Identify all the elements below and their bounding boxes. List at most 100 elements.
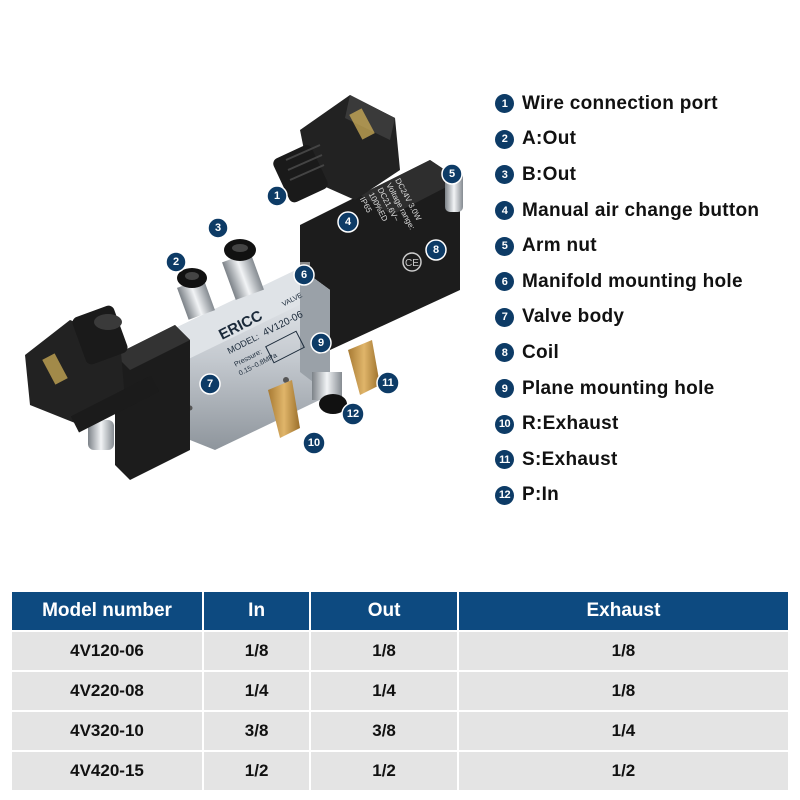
legend-number: 8 — [495, 343, 514, 363]
cell-exhaust: 1/4 — [458, 712, 788, 750]
legend-item: 1 Wire connection port — [495, 86, 795, 122]
svg-text:8: 8 — [433, 244, 439, 256]
svg-text:6: 6 — [301, 269, 307, 281]
legend-number: 9 — [495, 379, 514, 399]
legend-item: 7 Valve body — [495, 300, 795, 336]
legend-label: A:Out — [522, 128, 577, 150]
callout-12: 12 — [341, 402, 365, 426]
arm-nut-left — [88, 420, 114, 450]
svg-text:1: 1 — [274, 190, 280, 202]
legend-number: 10 — [495, 414, 514, 434]
cell-model: 4V120-06 — [12, 632, 202, 670]
valve-symbol-icon — [265, 330, 305, 364]
legend-item: 11 S:Exhaust — [495, 442, 795, 478]
left-connector — [25, 305, 160, 433]
legend-label: Manifold mounting hole — [522, 270, 743, 292]
cell-in: 1/8 — [204, 632, 310, 670]
legend-label: Coil — [522, 341, 560, 363]
callout-7: 7 — [199, 373, 221, 395]
legend-number: 11 — [495, 450, 514, 470]
column-header-exhaust: Exhaust — [458, 592, 788, 630]
cell-model: 4V220-08 — [12, 672, 202, 710]
spec-table: Model number In Out Exhaust 4V120-06 1/8… — [10, 590, 790, 792]
legend-item: 9 Plane mounting hole — [495, 371, 795, 407]
legend-item: 6 Manifold mounting hole — [495, 264, 795, 300]
cell-out: 1/4 — [311, 672, 457, 710]
legend-item: 2 A:Out — [495, 122, 795, 158]
left-coil — [88, 325, 190, 480]
legend-number: 2 — [495, 129, 514, 149]
svg-text:7: 7 — [207, 378, 213, 390]
callout-8: 8 — [425, 239, 447, 261]
cell-exhaust: 1/8 — [458, 632, 788, 670]
legend-number: 4 — [495, 201, 514, 221]
cell-in: 3/8 — [204, 712, 310, 750]
svg-text:3: 3 — [215, 222, 221, 234]
legend-item: 4 Manual air change button — [495, 193, 795, 229]
svg-text:CE: CE — [405, 258, 419, 269]
cell-model: 4V420-15 — [12, 752, 202, 790]
svg-text:12: 12 — [347, 408, 359, 420]
table-row: 4V320-10 3/8 3/8 1/4 — [12, 712, 788, 750]
callout-3: 3 — [207, 217, 229, 239]
fitting-a — [177, 268, 215, 320]
svg-text:4: 4 — [345, 216, 352, 228]
table-row: 4V420-15 1/2 1/2 1/2 — [12, 752, 788, 790]
callout-1: 1 — [266, 185, 288, 207]
callout-11: 11 — [376, 371, 400, 395]
right-coil: DC24V 3.0W Voltage range: DC21.6V~ 100%E… — [300, 160, 463, 350]
ce-mark-icon — [402, 252, 422, 272]
column-header-model: Model number — [12, 592, 202, 630]
cell-in: 1/4 — [204, 672, 310, 710]
fitting-b — [222, 239, 264, 300]
cell-out: 1/8 — [311, 632, 457, 670]
legend-number: 7 — [495, 307, 514, 327]
table-row: 4V120-06 1/8 1/8 1/8 — [12, 632, 788, 670]
legend-label: R:Exhaust — [522, 413, 619, 435]
column-header-in: In — [204, 592, 310, 630]
legend-label: P:In — [522, 484, 560, 506]
legend-item: 8 Coil — [495, 335, 795, 371]
legend-label: B:Out — [522, 163, 577, 185]
callout-2: 2 — [165, 251, 187, 273]
legend-item: 3 B:Out — [495, 157, 795, 193]
callout-10: 10 — [302, 431, 326, 455]
callout-4: 4 — [337, 211, 359, 233]
legend-label: Wire connection port — [522, 92, 718, 114]
legend-label: Valve body — [522, 306, 625, 328]
legend-item: 10 R:Exhaust — [495, 406, 795, 442]
cell-in: 1/2 — [204, 752, 310, 790]
legend-number: 6 — [495, 272, 514, 292]
callout-9: 9 — [310, 332, 332, 354]
legend-item: 12 P:In — [495, 478, 795, 514]
callout-5: 5 — [441, 163, 463, 185]
table-header-row: Model number In Out Exhaust — [12, 592, 788, 630]
legend-label: Manual air change button — [522, 199, 760, 221]
callout-6: 6 — [293, 264, 315, 286]
solenoid-valve-illustration: DC24V 3.0W Voltage range: DC21.6V~ 100%E… — [25, 95, 463, 480]
legend-number: 3 — [495, 165, 514, 185]
right-connector — [273, 95, 400, 203]
legend-label: Arm nut — [522, 235, 597, 257]
legend-number: 12 — [495, 485, 514, 505]
legend-label: Plane mounting hole — [522, 377, 715, 399]
svg-text:9: 9 — [318, 337, 324, 349]
legend-number: 5 — [495, 236, 514, 256]
fitting-p — [312, 372, 347, 414]
cell-out: 3/8 — [311, 712, 457, 750]
cell-model: 4V320-10 — [12, 712, 202, 750]
svg-text:10: 10 — [308, 437, 320, 449]
legend-number: 1 — [495, 94, 514, 114]
svg-text:5: 5 — [449, 168, 455, 180]
callouts: 1 2 3 4 5 6 7 8 9 10 11 12 — [165, 163, 463, 455]
exhaust-mufflers — [268, 340, 380, 438]
column-header-out: Out — [311, 592, 457, 630]
cell-out: 1/2 — [311, 752, 457, 790]
legend-label: S:Exhaust — [522, 448, 618, 470]
svg-text:2: 2 — [173, 256, 179, 268]
legend-item: 5 Arm nut — [495, 228, 795, 264]
cell-exhaust: 1/8 — [458, 672, 788, 710]
svg-text:11: 11 — [382, 377, 394, 389]
